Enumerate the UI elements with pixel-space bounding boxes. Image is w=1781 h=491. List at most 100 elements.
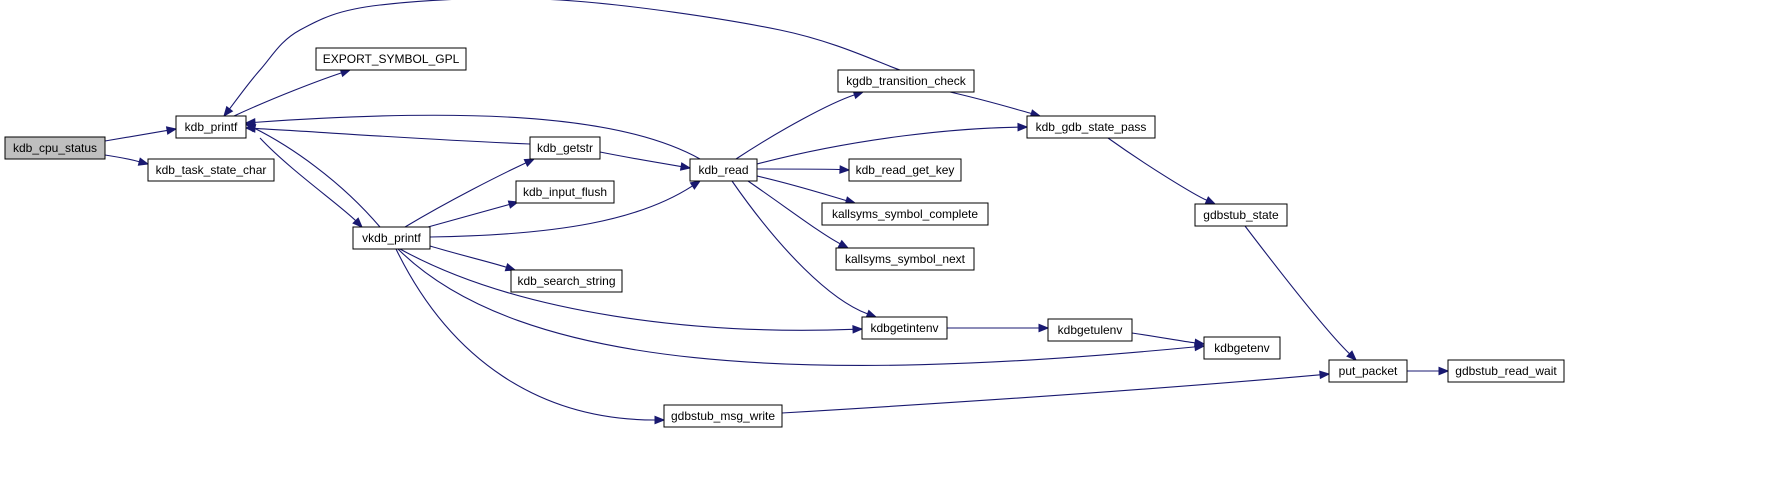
edge-line (254, 114, 701, 160)
node-box[interactable] (1026, 115, 1156, 139)
node-box[interactable] (147, 158, 275, 182)
node-gdbstub-msg-write[interactable]: gdbstub_msg_write (663, 404, 783, 428)
node-box[interactable] (848, 158, 962, 182)
node-kdb-read[interactable]: kdb_read (689, 158, 758, 182)
node-kgdb-transition-check[interactable]: kgdb_transition_check (837, 69, 975, 93)
node-kdb-cpu-status[interactable]: kdb_cpu_status (4, 136, 106, 160)
edge-kdb_gdb_state_pass-to-gdbstub_state (1107, 137, 1217, 205)
edge-vkdb_printf-to-gdbstub_msg_write (395, 248, 666, 425)
node-label: kallsyms_symbol_complete (832, 207, 978, 221)
node-box[interactable] (529, 136, 601, 160)
edge-line (104, 129, 168, 142)
edge-line (429, 245, 507, 268)
node-kallsyms-symbol-next[interactable]: kallsyms_symbol_next (835, 247, 975, 271)
node-put-packet[interactable]: put_packet (1328, 359, 1408, 383)
arrowhead-icon (244, 124, 256, 133)
node-box[interactable] (1447, 359, 1565, 383)
node-label: EXPORT_SYMBOL_GPL (323, 52, 460, 66)
edge-line (429, 185, 693, 238)
node-kallsyms-symbol-complete[interactable]: kallsyms_symbol_complete (821, 202, 989, 226)
edge-kdb_read-to-kdbgetintenv (731, 180, 878, 318)
node-box[interactable] (1328, 359, 1408, 383)
node-box[interactable] (663, 404, 783, 428)
edge-kgdb_transition_check-to-kdb_printf (223, 0, 901, 118)
node-label: kdbgetulenv (1058, 323, 1123, 337)
arrowhead-icon (504, 262, 517, 272)
node-kdb-task-state-char[interactable]: kdb_task_state_char (147, 158, 275, 182)
node-box[interactable] (689, 158, 758, 182)
node-label: kdb_printf (185, 120, 238, 134)
node-kdb-input-flush[interactable]: kdb_input_flush (515, 180, 615, 204)
edge-line (233, 72, 342, 117)
node-kdbgetintenv[interactable]: kdbgetintenv (861, 316, 948, 340)
node-box[interactable] (510, 269, 623, 293)
node-kdb-read-get-key[interactable]: kdb_read_get_key (848, 158, 962, 182)
edge-line (397, 248, 1196, 366)
edge-line (1107, 137, 1208, 201)
edge-kdb_cpu_status-to-kdb_printf (104, 126, 178, 142)
edge-vkdb_printf-to-kdbgetenv (397, 248, 1206, 366)
edge-kdb_printf-to-vkdb_printf (259, 137, 363, 228)
node-gdbstub-state[interactable]: gdbstub_state (1194, 203, 1288, 227)
edge-line (404, 162, 527, 228)
arrowhead-icon (223, 105, 234, 118)
edge-kgdb_transition_check-to-kdb_gdb_state_pass (949, 91, 1042, 118)
node-kdb-printf[interactable]: kdb_printf (175, 115, 247, 139)
node-box[interactable] (352, 226, 431, 250)
node-label: kdb_read_get_key (856, 163, 955, 177)
node-box[interactable] (1194, 203, 1288, 227)
edge-line (756, 175, 847, 202)
arrowhead-icon (837, 239, 850, 249)
edge-line (395, 248, 656, 421)
node-gdbstub-read-wait[interactable]: gdbstub_read_wait (1447, 359, 1565, 383)
arrowhead-icon (1194, 338, 1206, 348)
edge-kdb_read-to-kgdb_transition_check (735, 90, 865, 160)
arrowhead-icon (1204, 196, 1217, 205)
node-label: kdb_getstr (537, 141, 593, 155)
node-box[interactable] (4, 136, 106, 160)
edge-line (781, 374, 1321, 414)
edge-gdbstub_msg_write-to-put_packet (781, 370, 1331, 414)
node-label: kallsyms_symbol_next (845, 252, 966, 266)
edge-kdb_read-to-kdb_printf (244, 114, 701, 160)
node-box[interactable] (515, 180, 615, 204)
edge-line (399, 248, 854, 331)
node-kdbgetulenv[interactable]: kdbgetulenv (1047, 318, 1133, 342)
node-export-symbol-gpl[interactable]: EXPORT_SYMBOL_GPL (315, 47, 467, 71)
node-label: gdbstub_read_wait (1455, 364, 1557, 378)
node-kdb-search-string[interactable]: kdb_search_string (510, 269, 623, 293)
node-label: kdb_gdb_state_pass (1036, 120, 1147, 134)
node-box[interactable] (821, 202, 989, 226)
node-kdb-gdb-state-pass[interactable]: kdb_gdb_state_pass (1026, 115, 1156, 139)
node-kdb-getstr[interactable]: kdb_getstr (529, 136, 601, 160)
node-box[interactable] (175, 115, 247, 139)
node-label: kdbgetenv (1214, 341, 1269, 355)
arrowhead-icon (165, 126, 178, 135)
edge-line (756, 168, 841, 171)
edge-vkdb_printf-to-kdb_search_string (429, 245, 517, 272)
arrowhead-icon (654, 415, 666, 425)
edge-line (735, 94, 855, 160)
node-box[interactable] (837, 69, 975, 93)
edge-vkdb_printf-to-kdb_read (429, 180, 702, 238)
node-box[interactable] (861, 316, 948, 340)
node-label: gdbstub_state (1203, 208, 1279, 222)
arrowhead-icon (1038, 323, 1050, 333)
edge-line (949, 91, 1032, 115)
edge-kdb_read-to-kdb_gdb_state_pass (756, 122, 1029, 165)
edge-line (259, 137, 357, 222)
edge-kdb_cpu_status-to-kdb_task_state_char (104, 154, 150, 166)
arrowhead-icon (1319, 370, 1331, 380)
node-box[interactable] (1047, 318, 1133, 342)
node-box[interactable] (315, 47, 467, 71)
arrowhead-icon (352, 217, 363, 228)
node-box[interactable] (1203, 336, 1281, 360)
node-kdbgetenv[interactable]: kdbgetenv (1203, 336, 1281, 360)
edge-kdb_getstr-to-kdb_printf (244, 124, 531, 145)
edge-kdb_read-to-kallsyms_symbol_complete (756, 175, 857, 205)
node-box[interactable] (835, 247, 975, 271)
edge-line (254, 127, 531, 145)
edge-line (104, 154, 140, 163)
node-vkdb-printf[interactable]: vkdb_printf (352, 226, 431, 250)
